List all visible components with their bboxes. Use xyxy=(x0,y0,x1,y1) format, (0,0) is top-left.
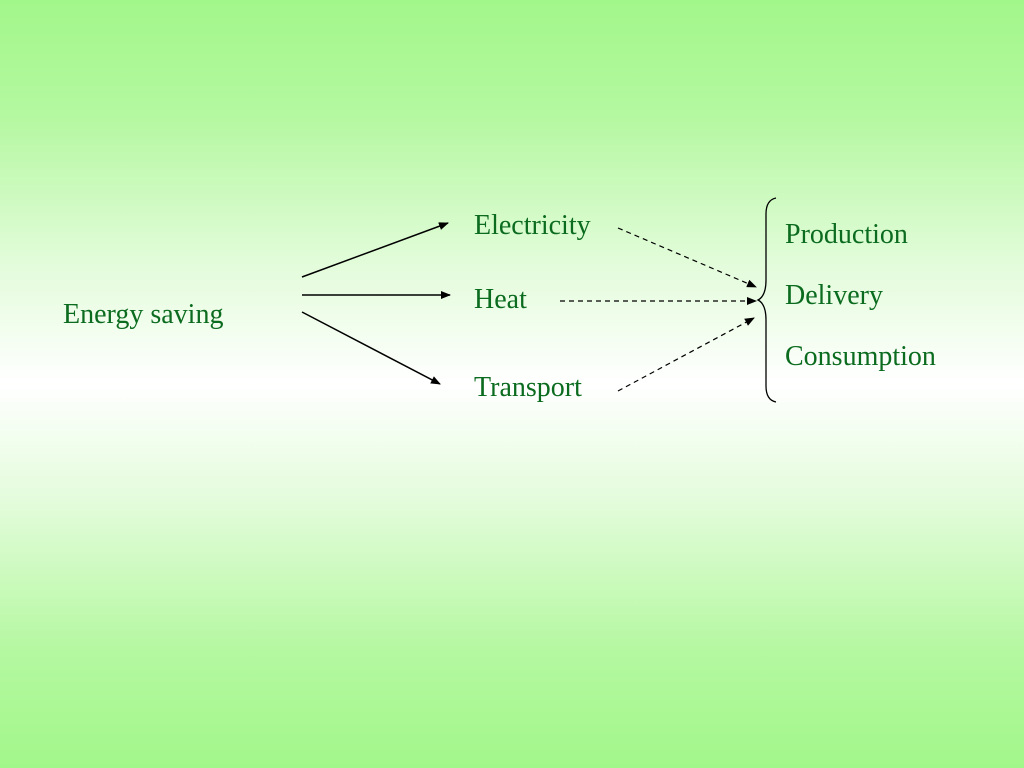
curly-brace xyxy=(756,197,777,403)
dashed-arrow-transport xyxy=(617,317,755,392)
middle-label-electricity: Electricity xyxy=(474,210,591,241)
arrow-to-transport xyxy=(301,311,441,385)
source-label: Energy saving xyxy=(63,299,224,330)
middle-label-transport: Transport xyxy=(474,372,582,403)
stage-label-consumption: Consumption xyxy=(785,341,936,372)
dashed-arrow-electricity xyxy=(617,227,757,288)
arrow-to-electricity xyxy=(301,222,449,278)
stage-label-production: Production xyxy=(785,219,908,250)
stage-label-delivery: Delivery xyxy=(785,280,883,311)
middle-label-heat: Heat xyxy=(474,284,527,315)
